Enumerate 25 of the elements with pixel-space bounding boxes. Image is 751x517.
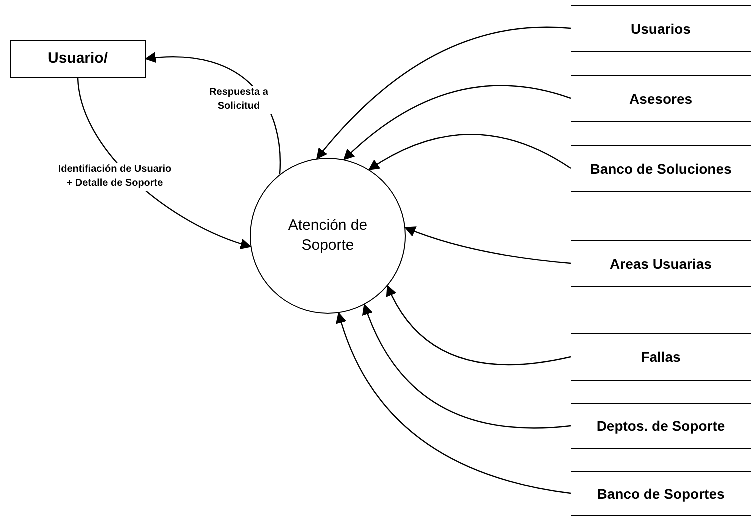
process-circle	[250, 158, 406, 314]
data-store	[571, 5, 751, 52]
data-store	[571, 75, 751, 122]
node-label: Usuario/	[48, 49, 108, 69]
data-flow-arrow	[362, 304, 572, 429]
node-label: Atención de Soporte	[287, 216, 369, 256]
node-label: Asesores	[629, 90, 693, 108]
data-store	[571, 333, 751, 381]
data-flow-arrow	[316, 26, 572, 160]
data-store	[571, 145, 751, 192]
data-flow-arrow	[336, 312, 572, 494]
data-store	[571, 403, 751, 449]
data-flow-arrow	[404, 226, 572, 264]
node-label: Usuarios	[631, 20, 691, 38]
external-entity-box	[10, 40, 146, 78]
node-label: Banco de Soportes	[597, 484, 725, 504]
node-label: Fallas	[641, 348, 681, 367]
data-flow-arrow	[387, 285, 572, 366]
node-label: Areas Usuarias	[610, 254, 712, 274]
data-store	[571, 240, 751, 287]
node-label: Banco de Soluciones	[590, 160, 732, 178]
data-flow-arrow	[343, 85, 572, 160]
node-label: Deptos. de Soporte	[596, 417, 726, 436]
data-store	[571, 471, 751, 516]
data-flow-arrow	[368, 134, 572, 170]
